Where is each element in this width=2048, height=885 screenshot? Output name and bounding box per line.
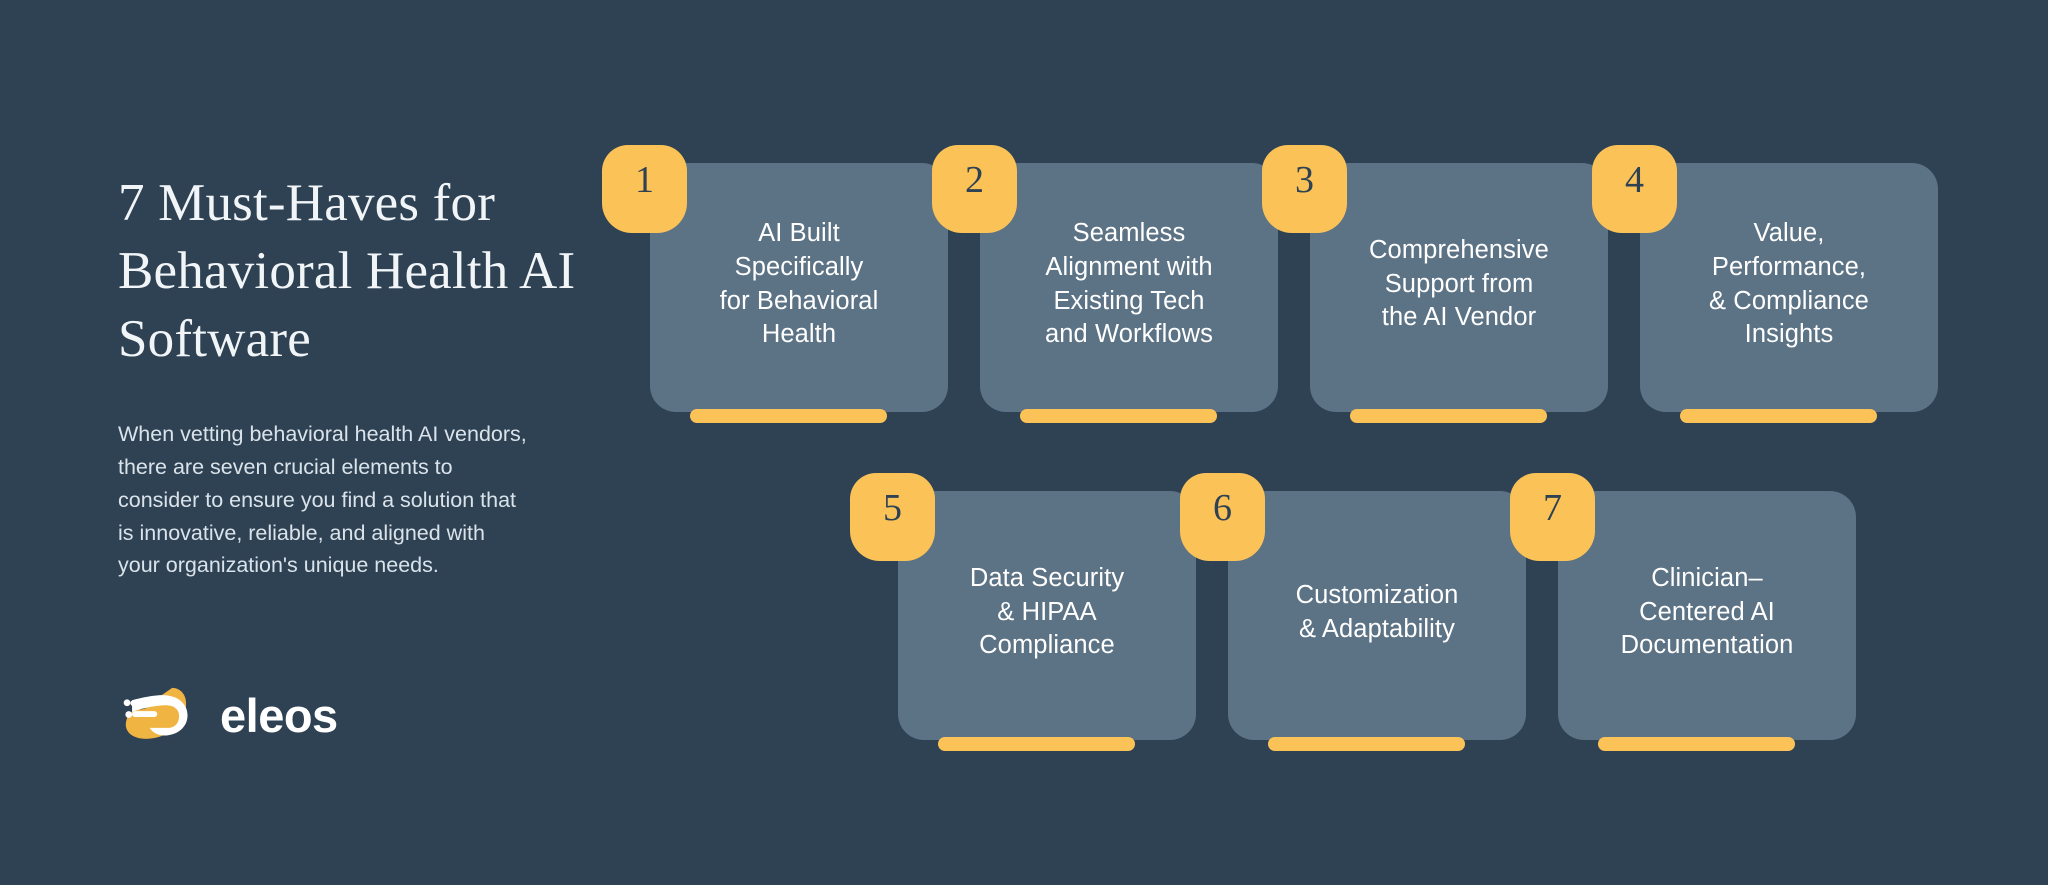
card-accent-bar [690,409,887,423]
logo-wordmark: eleos [220,688,338,742]
card-title: Customization & Adaptability [1295,580,1459,643]
card-accent-bar [1020,409,1217,423]
card-title: Seamless Alignment with Existing Tech an… [1044,219,1214,349]
left-panel: 7 Must-Haves for Behavioral Health AI So… [118,170,588,582]
page-title: 7 Must-Haves for Behavioral Health AI So… [118,174,576,368]
card-number: 6 [1213,487,1232,529]
card-number: 5 [883,487,902,529]
card-number-badge: 2 [932,145,1017,233]
must-have-card-3[interactable]: Comprehensive Support from the AI Vendor… [1262,145,1608,423]
card-body: Value, Performance, & Compliance Insight… [1640,163,1938,412]
card-title: Data Security & HIPAA Compliance [969,564,1125,660]
card-body: Customization & Adaptability [1228,491,1526,740]
card-body: Clinician– Centered AI Documentation [1558,491,1856,740]
card-number-badge: 7 [1510,473,1595,561]
brand-logo: eleos [122,675,338,759]
card-number-badge: 1 [602,145,687,233]
must-have-card-2[interactable]: Seamless Alignment with Existing Tech an… [932,145,1278,423]
card-body: AI Built Specifically for Behavioral Hea… [650,163,948,412]
card-accent-bar [1350,409,1547,423]
card-title: Clinician– Centered AI Documentation [1620,564,1794,660]
card-number-badge: 5 [850,473,935,561]
intro-paragraph: When vetting behavioral health AI vendor… [118,422,527,578]
card-number: 2 [965,159,984,201]
card-title: Comprehensive Support from the AI Vendor [1369,236,1549,332]
card-accent-bar [1598,737,1795,751]
must-have-card-5[interactable]: Data Security & HIPAA Compliance 5 [850,473,1196,751]
card-number: 4 [1625,159,1644,201]
card-number: 7 [1543,487,1562,529]
card-accent-bar [938,737,1135,751]
must-have-card-6[interactable]: Customization & Adaptability 6 [1180,473,1526,751]
card-number-badge: 6 [1180,473,1265,561]
card-number-badge: 4 [1592,145,1677,233]
card-body: Data Security & HIPAA Compliance [898,491,1196,740]
card-number: 3 [1295,159,1314,201]
must-have-card-7[interactable]: Clinician– Centered AI Documentation 7 [1510,473,1856,751]
eleos-swoosh-icon [123,687,188,739]
card-accent-bar [1680,409,1877,423]
card-accent-bar [1268,737,1465,751]
card-body: Comprehensive Support from the AI Vendor [1310,163,1608,412]
card-body: Seamless Alignment with Existing Tech an… [980,163,1278,412]
card-title: Value, Performance, & Compliance Insight… [1709,219,1869,349]
must-have-card-4[interactable]: Value, Performance, & Compliance Insight… [1592,145,1938,423]
card-title: AI Built Specifically for Behavioral Hea… [719,219,879,349]
must-have-card-1[interactable]: AI Built Specifically for Behavioral Hea… [602,145,948,423]
card-number-badge: 3 [1262,145,1347,233]
card-number: 1 [635,159,654,201]
